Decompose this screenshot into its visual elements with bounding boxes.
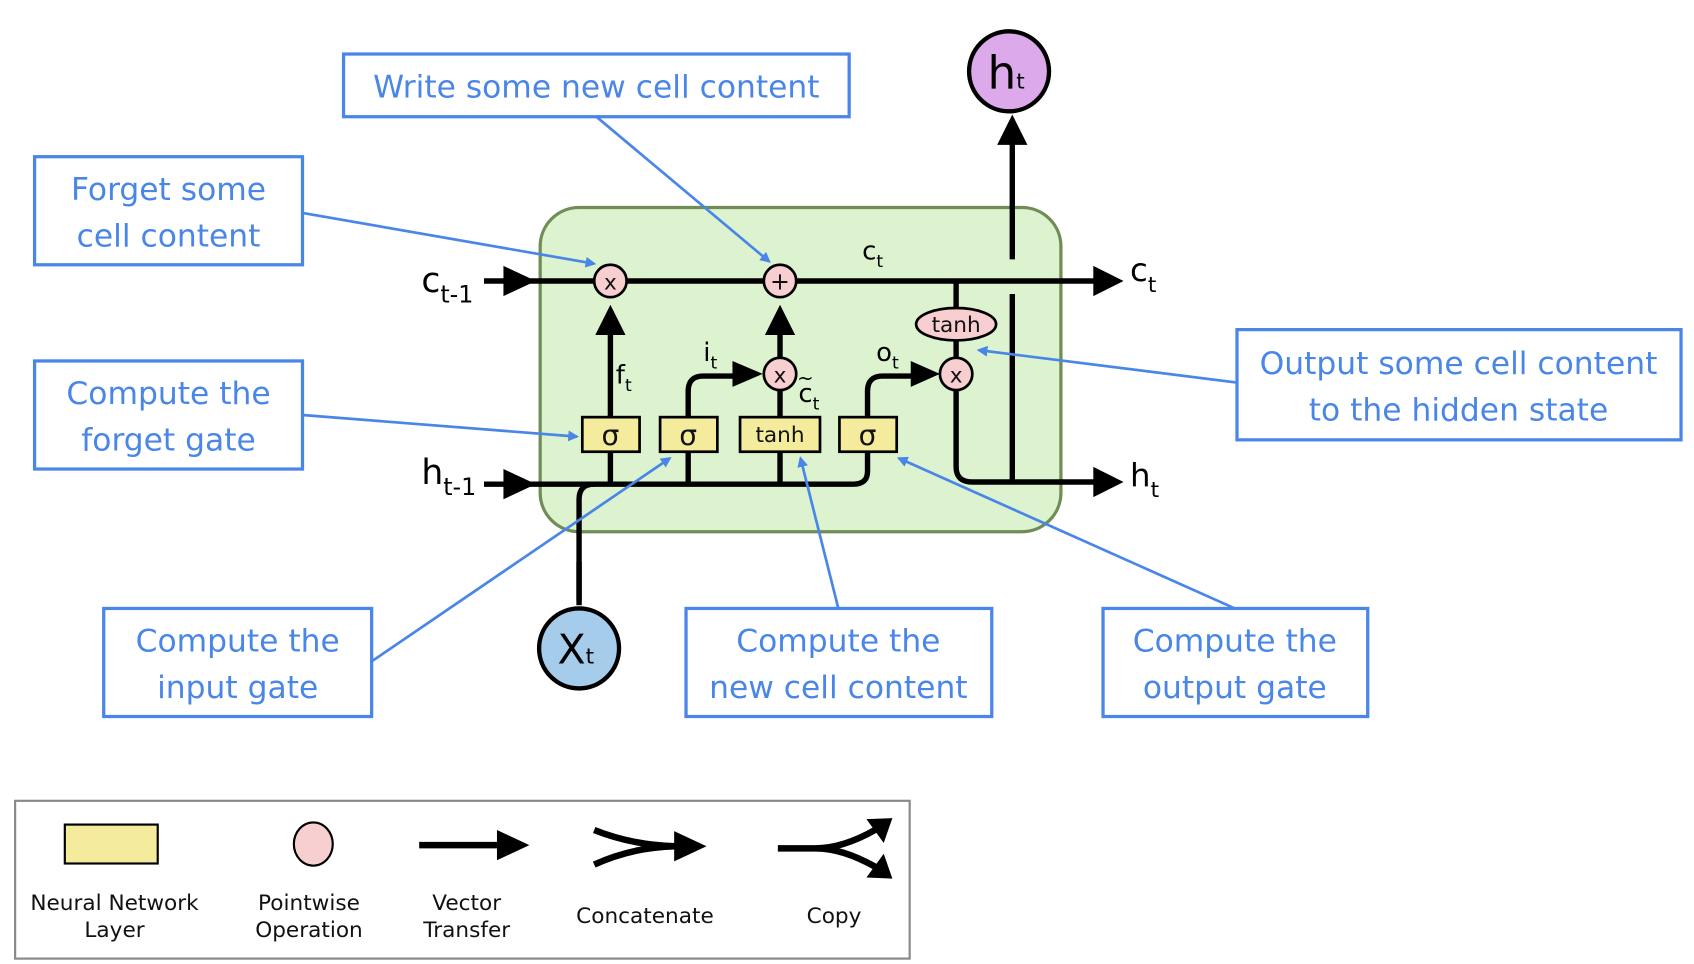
- svg-text:Neural Network: Neural Network: [30, 891, 199, 916]
- svg-text:cell content: cell content: [77, 218, 261, 254]
- label-i: it: [703, 338, 717, 374]
- svg-text:Output some cell content: Output some cell content: [1260, 346, 1658, 382]
- output-tanh-op: tanh: [914, 306, 998, 342]
- legend-copy: Copy: [777, 818, 893, 929]
- legend-vector-transfer: Vector Transfer: [419, 829, 530, 943]
- svg-text:Layer: Layer: [84, 918, 144, 943]
- svg-text:output gate: output gate: [1143, 670, 1327, 706]
- annotation-new-cell: Compute the new cell content: [684, 456, 994, 719]
- output-multiply-op: x: [938, 356, 974, 392]
- svg-text:x: x: [604, 271, 617, 296]
- label-h-out: ht: [1130, 456, 1159, 503]
- annotation-forget-content: Forget some cell content: [32, 155, 597, 268]
- add-op: +: [762, 263, 798, 299]
- svg-text:ht: ht: [987, 47, 1024, 100]
- svg-text:x: x: [774, 364, 787, 389]
- svg-text:σ: σ: [679, 419, 697, 452]
- svg-text:tanh: tanh: [932, 313, 981, 338]
- input-multiply-op: x: [762, 356, 798, 392]
- svg-text:Concatenate: Concatenate: [576, 904, 714, 929]
- hidden-state-line: [484, 451, 871, 601]
- label-o: ot: [876, 338, 899, 374]
- legend-pointwise-operation: Pointwise Operation: [255, 821, 363, 943]
- legend-concatenate: Concatenate: [576, 826, 714, 929]
- annotation-output-content: Output some cell content to the hidden s…: [976, 327, 1683, 442]
- svg-text:forget gate: forget gate: [81, 423, 256, 459]
- svg-text:Operation: Operation: [255, 918, 363, 943]
- svg-text:Compute the: Compute the: [1133, 624, 1337, 660]
- svg-text:Transfer: Transfer: [422, 918, 510, 943]
- svg-text:to the hidden state: to the hidden state: [1309, 392, 1609, 428]
- legend-neural-network-layer: Neural Network Layer: [30, 823, 199, 943]
- svg-text:Compute the: Compute the: [66, 376, 270, 412]
- annotation-write: Write some new cell content: [341, 52, 851, 263]
- forget-multiply-op: x: [592, 263, 628, 299]
- output-gate-layer: σ: [838, 415, 899, 454]
- forget-gate-layer: σ: [580, 415, 641, 454]
- annotation-output-gate: Compute the output gate: [896, 456, 1370, 719]
- svg-text:+: +: [770, 268, 790, 296]
- input-node-x: Xt: [536, 561, 622, 691]
- svg-text:Vector: Vector: [432, 891, 501, 916]
- label-h-prev: ht-1: [421, 453, 476, 501]
- svg-text:tanh: tanh: [755, 423, 804, 448]
- svg-text:Write some new cell content: Write some new cell content: [373, 69, 819, 105]
- annotation-forget-gate: Compute the forget gate: [32, 359, 580, 471]
- svg-text:σ: σ: [602, 419, 620, 452]
- candidate-tanh-layer: tanh: [738, 415, 822, 454]
- label-c-inner: ct: [862, 236, 883, 272]
- svg-text:Pointwise: Pointwise: [258, 891, 360, 916]
- svg-text:Copy: Copy: [807, 904, 862, 929]
- label-f: ft: [616, 361, 632, 397]
- svg-text:Compute the: Compute the: [136, 624, 340, 660]
- legend: Neural Network Layer Pointwise Operation…: [14, 799, 911, 960]
- hidden-output-line: [953, 114, 1124, 498]
- gate-connections: [595, 280, 959, 485]
- svg-text:Forget some: Forget some: [71, 172, 266, 208]
- svg-text:Xt: Xt: [557, 626, 594, 674]
- svg-text:Compute the: Compute the: [736, 624, 940, 660]
- svg-text:σ: σ: [859, 419, 877, 452]
- output-node-h: ht: [966, 29, 1052, 114]
- label-c-prev: ct-1: [421, 261, 473, 309]
- svg-text:input gate: input gate: [157, 670, 318, 706]
- svg-text:new cell content: new cell content: [709, 670, 967, 706]
- label-c-tilde: ct: [798, 379, 819, 415]
- input-gate-layer: σ: [658, 415, 719, 454]
- label-c-out: ct: [1130, 251, 1156, 298]
- annotation-input-gate: Compute the input gate: [102, 457, 672, 719]
- label-tilde: ~: [797, 367, 813, 390]
- svg-text:x: x: [950, 364, 963, 389]
